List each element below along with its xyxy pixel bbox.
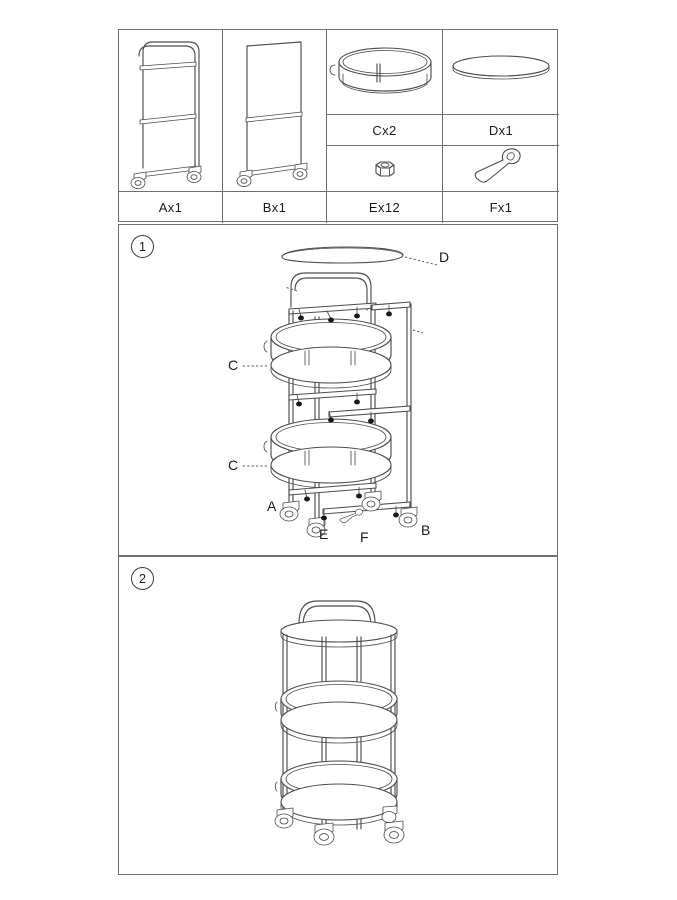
part-c-lower-shelf [263, 418, 392, 489]
mid-rails [288, 388, 377, 401]
callout-label-a: A [267, 498, 277, 514]
callout-leader-a [284, 286, 298, 292]
casters [279, 490, 418, 538]
fastener-markers [296, 304, 399, 521]
parts-cell-e-art [327, 146, 443, 192]
parts-label-d: Dx1 [443, 115, 559, 146]
parts-label-b: Bx1 [223, 192, 327, 223]
parts-label-a: Ax1 [119, 192, 223, 223]
shelf-ring-icon [327, 30, 442, 114]
step-2-number: 2 [131, 567, 154, 590]
step-1-illustration [119, 225, 557, 555]
parts-label-e: Ex12 [327, 192, 443, 223]
callout-leader-d [404, 256, 438, 266]
bottom-rails [288, 482, 377, 496]
step-2-panel: 2 [118, 556, 558, 875]
parts-cell-a-art [119, 30, 223, 192]
side-frame-panel-a-icon [119, 30, 222, 191]
parts-cell-d-art [443, 30, 559, 115]
side-frame-panel-b-icon [223, 30, 326, 191]
callout-label-c-upper: C [228, 357, 239, 373]
callout-label-b: B [421, 522, 431, 538]
callout-label-f: F [360, 529, 369, 545]
callout-label-e: E [319, 526, 329, 542]
step-1-number: 1 [131, 235, 154, 258]
step-2-illustration [119, 557, 557, 874]
part-d-round-top [281, 246, 404, 264]
parts-label-f: Fx1 [489, 200, 513, 215]
hex-nut-icon [327, 146, 442, 191]
assembled-cart [274, 600, 405, 846]
wrench-icon [443, 146, 559, 191]
parts-cell-f-art [443, 146, 559, 192]
parts-label-c: Cx2 [327, 115, 443, 146]
parts-cell-b-art [223, 30, 327, 192]
parts-cell-c-art [327, 30, 443, 115]
parts-table: Ax1 [118, 29, 559, 223]
wrench-tool-in-use [339, 508, 363, 524]
round-top-disc-icon [443, 30, 559, 114]
callout-label-c-lower: C [228, 457, 239, 473]
part-c-upper-shelf [263, 318, 392, 389]
step-1-panel: 1 [118, 224, 558, 556]
callout-leader-b [412, 329, 424, 334]
callout-label-d: D [439, 249, 450, 265]
